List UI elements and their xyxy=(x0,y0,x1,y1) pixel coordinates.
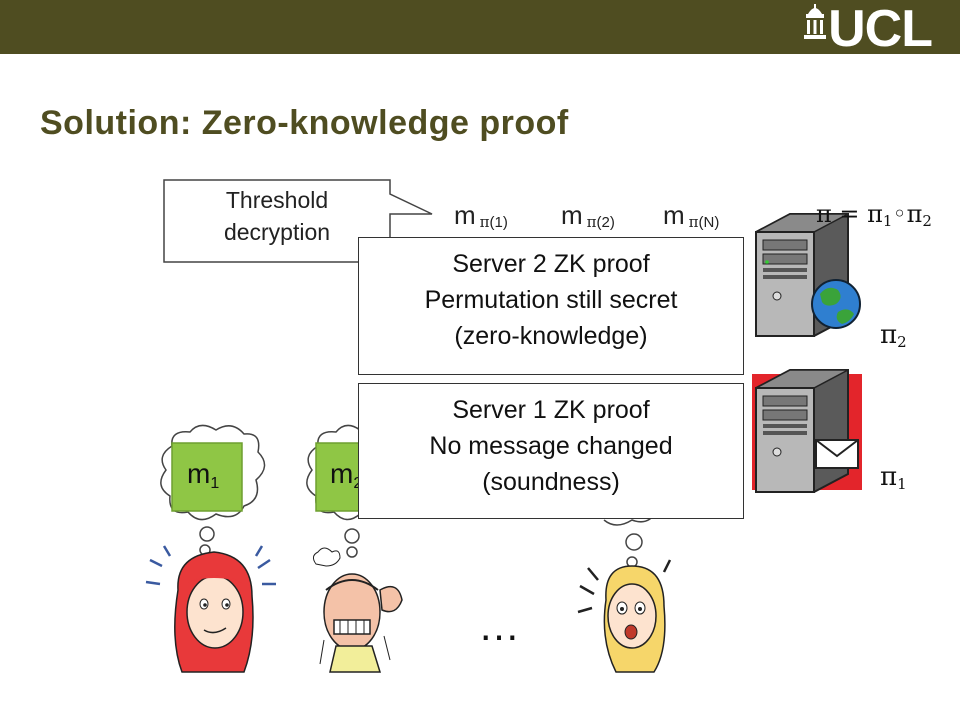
composition-sub-1: 1 xyxy=(882,212,893,230)
msg-base: m xyxy=(187,458,211,489)
ucl-logo-text: UCL xyxy=(828,0,933,58)
server-2-zk-proof-box: Server 2 ZK proof Permutation still secr… xyxy=(358,237,744,375)
proof-line-2: No message changed xyxy=(429,432,673,460)
ucl-logo: UCL xyxy=(802,0,933,58)
server-1-icon xyxy=(755,369,849,493)
permutation-composition: π = π1◦π2 xyxy=(816,200,932,230)
ucl-dome-icon xyxy=(804,4,827,39)
composition-op: ◦π xyxy=(892,200,923,228)
composition-lhs: π = π xyxy=(816,200,883,228)
perm-sym: π xyxy=(479,213,490,231)
callout-line-2: decryption xyxy=(223,219,331,245)
threshold-decryption-callout: Threshold decryption xyxy=(166,184,388,248)
server-2-permutation-label: π2 xyxy=(880,320,907,351)
perm-index: (N) xyxy=(698,214,720,231)
thought-bubble-3 xyxy=(603,511,657,568)
message-label-2: m2 xyxy=(330,458,362,493)
msg-base: m xyxy=(330,458,354,489)
globe-icon xyxy=(811,279,861,329)
more-users-ellipsis: … xyxy=(478,602,520,649)
server-2-icon xyxy=(755,213,849,337)
message-label-1: m1 xyxy=(187,458,219,493)
msg-index: 1 xyxy=(210,475,220,492)
message-box-2 xyxy=(315,442,361,512)
proof-line-3: (zero-knowledge) xyxy=(454,322,648,350)
msg-index: 2 xyxy=(353,475,362,492)
person-3-icon xyxy=(577,559,672,673)
proof-line-3: (soundness) xyxy=(482,468,620,496)
message-box-1 xyxy=(171,442,243,512)
perm-base: m xyxy=(454,200,476,230)
perm-sym: π xyxy=(688,213,699,231)
person-1-icon xyxy=(145,545,276,673)
pi-symbol: π xyxy=(880,320,898,350)
person-2-icon xyxy=(312,547,403,673)
perm-base: m xyxy=(663,200,685,230)
perm-sym: π xyxy=(586,213,597,231)
pi-symbol: π xyxy=(880,462,898,492)
server-1-permutation-label: π1 xyxy=(880,462,907,493)
perm-index: (1) xyxy=(489,214,508,231)
pi-index: 2 xyxy=(897,333,907,351)
perm-base: m xyxy=(561,200,583,230)
pi-index: 1 xyxy=(897,475,907,493)
slide-title: Solution: Zero-knowledge proof xyxy=(40,104,569,142)
proof-title: Server 2 ZK proof xyxy=(452,250,650,278)
server-1-zk-proof-box: Server 1 ZK proof No message changed (so… xyxy=(358,383,744,519)
header-bar xyxy=(0,0,960,54)
perm-index: (2) xyxy=(596,214,615,231)
callout-line-1: Threshold xyxy=(225,187,329,213)
proof-line-2: Permutation still secret xyxy=(424,286,678,314)
proof-title: Server 1 ZK proof xyxy=(452,396,650,424)
envelope-icon xyxy=(815,439,859,469)
composition-sub-2: 2 xyxy=(922,212,932,230)
